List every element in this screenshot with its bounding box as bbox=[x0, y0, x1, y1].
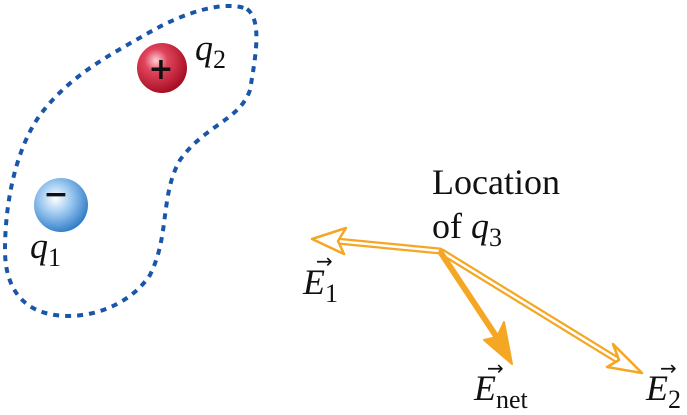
vector-subscript: 2 bbox=[668, 385, 681, 414]
charge-subscript: 2 bbox=[213, 45, 226, 74]
vector-enet-arrow bbox=[438, 250, 513, 365]
vector-arrow-icon bbox=[483, 321, 513, 365]
gaussian-boundary bbox=[2, 4, 259, 318]
vector-arrow-icon bbox=[310, 226, 348, 256]
svg-text:Enet: Enet bbox=[473, 368, 529, 414]
vector-arrow-icon bbox=[605, 342, 644, 375]
svg-text:E2: E2 bbox=[645, 368, 681, 414]
charge-subscript: 1 bbox=[48, 243, 61, 272]
location-label-line2: of q3 bbox=[432, 206, 502, 252]
vector-symbol: E bbox=[302, 262, 325, 302]
vector-symbol: E bbox=[645, 368, 668, 408]
vector-subscript: net bbox=[496, 385, 529, 414]
location-label-prefix: of bbox=[432, 206, 471, 246]
vector-arrow-accent-icon: → bbox=[660, 356, 677, 380]
charge-q2: + bbox=[137, 43, 187, 93]
vector-label-e1: → E1 bbox=[302, 249, 338, 308]
vector-subscript: 1 bbox=[325, 279, 338, 308]
svg-text:E1: E1 bbox=[302, 262, 338, 308]
vector-label-enet: → Enet bbox=[473, 356, 529, 414]
charge-symbol: q bbox=[195, 28, 213, 68]
location-subscript: 3 bbox=[489, 223, 502, 252]
vector-label-e2: → E2 bbox=[645, 356, 681, 414]
location-symbol: q bbox=[471, 206, 489, 246]
charge-label-q2: q2 bbox=[195, 28, 226, 74]
vector-e2-arrow bbox=[438, 248, 644, 375]
vector-e1-arrow bbox=[310, 226, 444, 256]
vector-symbol: E bbox=[473, 368, 496, 408]
charge-q1: − bbox=[34, 177, 88, 232]
negative-charge-sphere bbox=[34, 178, 88, 232]
charge-label-q1: q1 bbox=[30, 226, 61, 272]
location-label-line1: Location bbox=[432, 162, 560, 202]
positive-charge-sphere bbox=[137, 43, 187, 93]
plus-sign-icon: + bbox=[148, 52, 173, 87]
charge-symbol: q bbox=[30, 226, 48, 266]
vector-arrow-accent-icon: → bbox=[487, 356, 504, 380]
minus-sign-icon: − bbox=[43, 177, 68, 212]
vector-arrow-accent-icon: → bbox=[316, 249, 333, 273]
